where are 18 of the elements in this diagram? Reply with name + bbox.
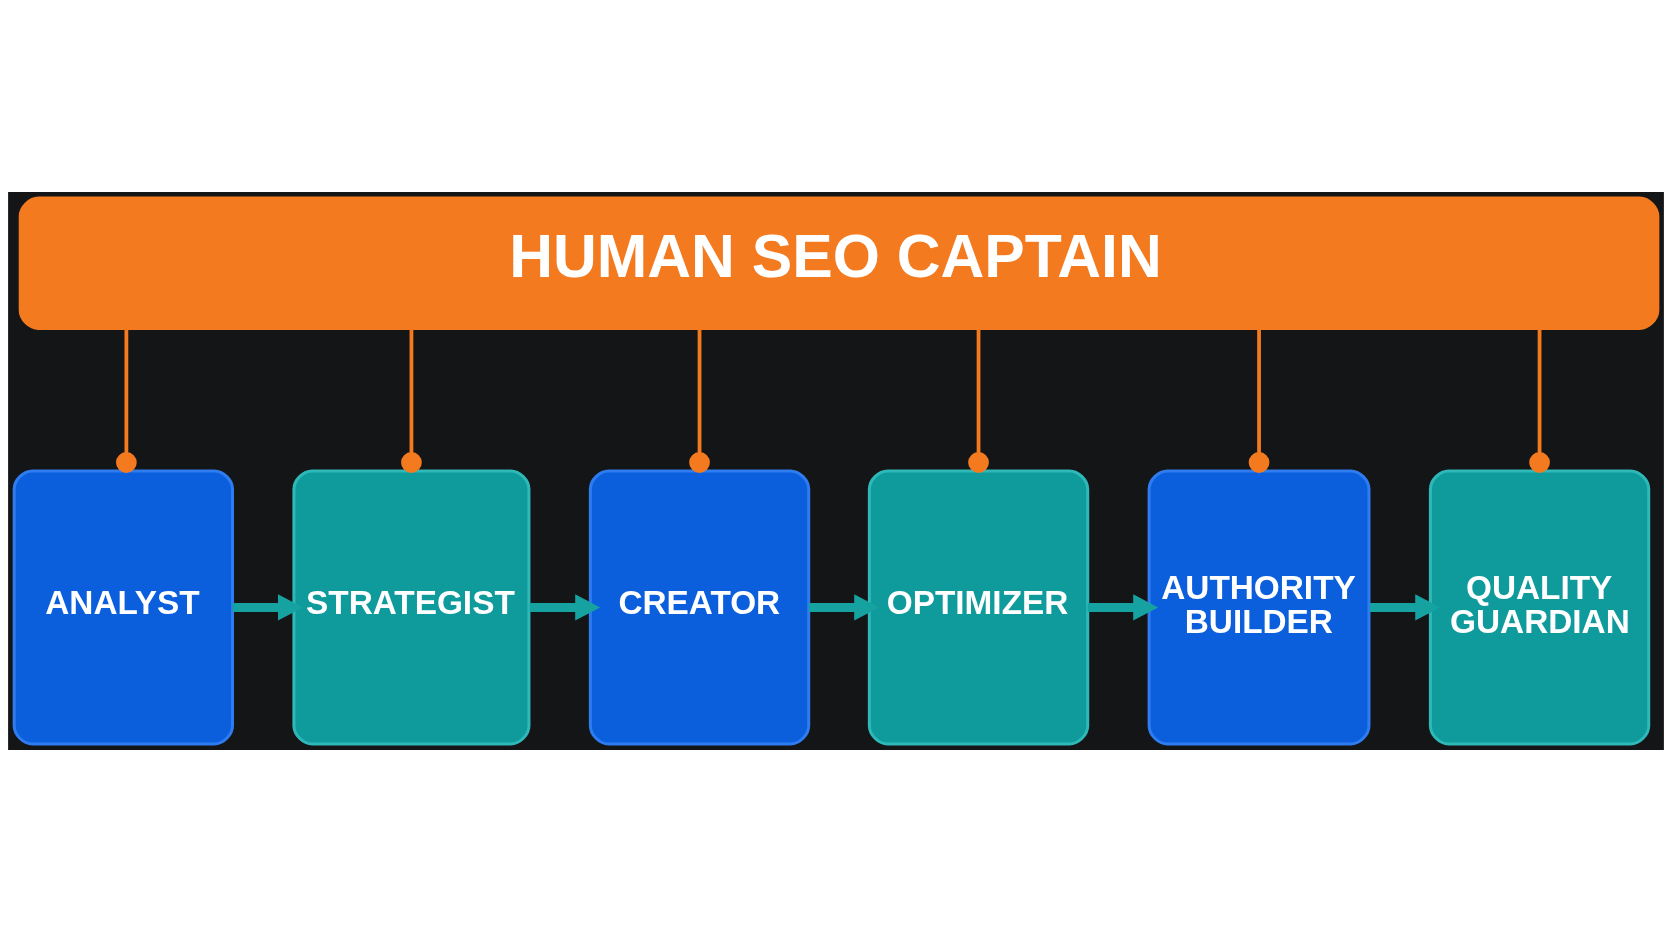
arrow xyxy=(808,593,880,621)
arrow xyxy=(232,593,303,621)
node-box: HUMAN SEO CAPTAIN xyxy=(18,196,1660,330)
connector xyxy=(1248,327,1270,473)
arrow xyxy=(1087,593,1159,621)
node-box: QUALITY GUARDIAN xyxy=(1428,469,1651,745)
connector xyxy=(1529,327,1550,473)
connector xyxy=(689,327,710,473)
node-box: CREATOR xyxy=(588,469,811,745)
arrow xyxy=(529,593,601,621)
node-box: ANALYST xyxy=(12,469,235,745)
connector xyxy=(401,327,422,473)
connector xyxy=(116,327,137,473)
node-box: STRATEGIST xyxy=(292,469,531,745)
connector xyxy=(968,327,989,473)
node-box: OPTIMIZER xyxy=(867,469,1090,745)
arrow xyxy=(1369,593,1441,621)
node-box: AUTHORITY BUILDER xyxy=(1147,469,1371,745)
